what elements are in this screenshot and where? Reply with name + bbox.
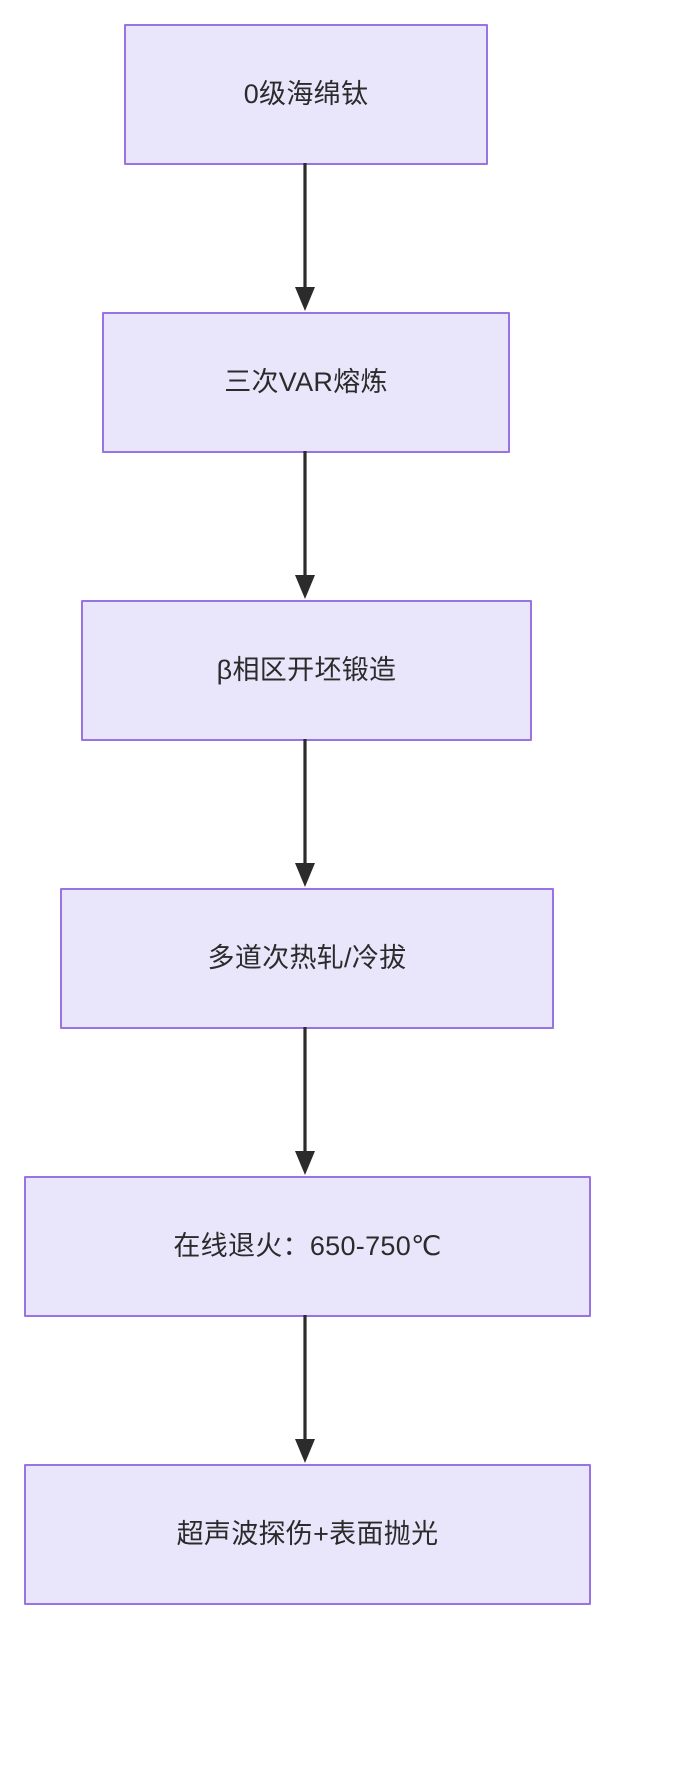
flow-node-label: 超声波探伤+表面抛光 [176,1518,439,1549]
flow-node-label: 在线退火：650-750℃ [173,1230,442,1261]
flow-edge-n1-n2 [295,163,315,311]
flow-node-在线退火[interactable]: 在线退火：650-750℃ [24,1176,591,1317]
flow-node-label: β相区开坯锻造 [216,654,397,685]
arrowhead-icon [295,863,315,887]
arrowhead-icon [295,287,315,311]
flow-node-多道次热轧冷拔[interactable]: 多道次热轧/冷拔 [60,888,554,1029]
arrowhead-icon [295,1151,315,1175]
flow-node-β相区开坯锻造[interactable]: β相区开坯锻造 [81,600,532,741]
arrowhead-icon [295,1439,315,1463]
flow-edge-n4-n5 [295,1027,315,1175]
flow-node-label: 多道次热轧/冷拔 [207,942,407,973]
flow-edge-n3-n4 [295,739,315,887]
flow-node-0级海绵钛[interactable]: 0级海绵钛 [124,24,488,165]
flow-edge-n2-n3 [295,451,315,599]
flow-edge-n5-n6 [295,1315,315,1463]
arrowhead-icon [295,575,315,599]
flow-node-label: 三次VAR熔炼 [224,366,388,397]
flow-node-超声波探伤表面抛光[interactable]: 超声波探伤+表面抛光 [24,1464,591,1605]
flow-node-三次VAR熔炼[interactable]: 三次VAR熔炼 [102,312,510,453]
flow-node-label: 0级海绵钛 [243,78,369,109]
